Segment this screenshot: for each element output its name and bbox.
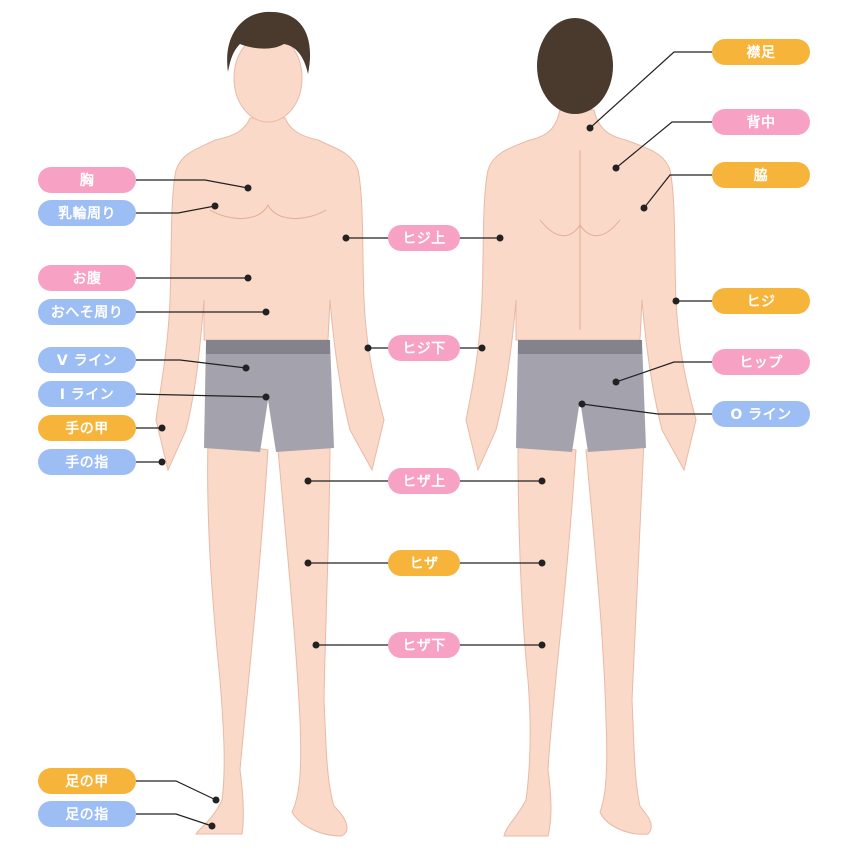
front-legs: [195, 439, 348, 837]
front-figure: [155, 11, 385, 837]
back-torso: [465, 109, 697, 472]
back-head: [537, 18, 613, 114]
label-vline: V ライン: [38, 347, 136, 373]
label-iline: I ライン: [38, 381, 136, 407]
marker-dots: [158, 124, 680, 830]
back-waistband: [518, 340, 642, 354]
label-hijishita: ヒジ下: [388, 335, 460, 361]
front-hair: [227, 11, 311, 74]
label-hiji: ヒジ: [712, 288, 810, 314]
label-waki: 脇: [712, 162, 810, 188]
label-hiza: ヒザ: [388, 550, 460, 576]
label-oheso: おへそ周り: [38, 299, 136, 325]
label-tenoko: 手の甲: [38, 415, 136, 441]
front-torso: [155, 117, 385, 472]
label-hip: ヒップ: [712, 349, 810, 375]
label-hizaue: ヒザ上: [388, 468, 460, 494]
label-onaka: お腹: [38, 265, 136, 291]
back-legs: [503, 439, 652, 837]
label-hizashita: ヒザ下: [388, 632, 460, 658]
label-hijiue: ヒジ上: [388, 225, 460, 251]
label-tenoyubi: 手の指: [38, 449, 136, 475]
label-oline: O ライン: [712, 401, 810, 427]
label-nyurin: 乳輪周り: [38, 200, 136, 226]
label-erias: 襟足: [712, 39, 810, 65]
label-mune: 胸: [38, 167, 136, 193]
label-senaka: 背中: [712, 109, 810, 135]
back-shorts: [516, 340, 646, 452]
leader-lines: [135, 51, 712, 827]
label-ashinoko: 足の甲: [38, 768, 136, 794]
back-figure: [465, 18, 697, 837]
front-waistband: [206, 340, 330, 354]
label-ashinoyubi: 足の指: [38, 801, 136, 827]
